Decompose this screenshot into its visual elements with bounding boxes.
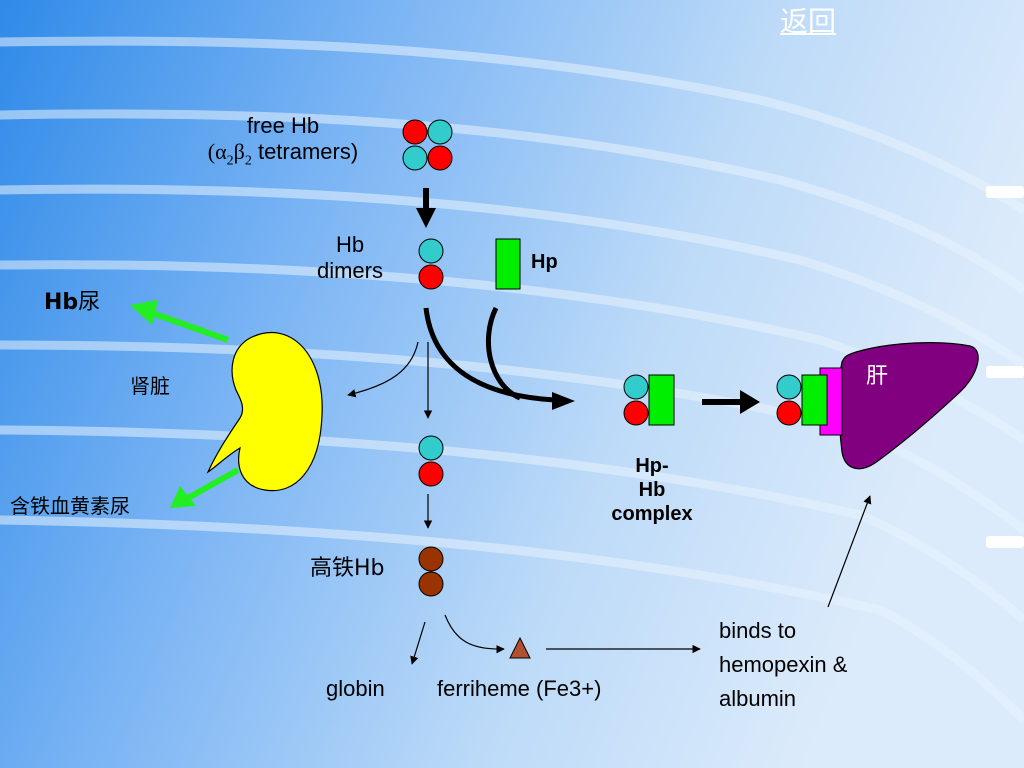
binding-curve-arrows bbox=[423, 306, 556, 403]
binding-arrowhead bbox=[552, 392, 575, 410]
methb-label: 高铁Hb bbox=[310, 556, 385, 581]
globin-label: globin bbox=[326, 676, 385, 701]
hemopexin-albumin-label: binds to hemopexin & albumin bbox=[719, 618, 848, 711]
dimer-to-kidney-arrow bbox=[347, 341, 419, 398]
free-hb-label: free Hb (α2β2 tetramers) bbox=[178, 113, 388, 171]
liver-label: 肝 bbox=[866, 364, 889, 389]
free-hb-line1: free Hb bbox=[246, 113, 320, 138]
hb-urine-label: Hb尿 bbox=[44, 290, 101, 315]
hb-dimer-2 bbox=[418, 435, 444, 487]
methb-to-globin-arrow bbox=[410, 621, 426, 665]
back-link[interactable]: 返回 bbox=[780, 5, 837, 38]
methb-to-ferriheme-arrow bbox=[444, 614, 505, 654]
methb-dimer bbox=[418, 546, 444, 597]
kidney-shape bbox=[206, 332, 323, 492]
free-hb-tetramer bbox=[402, 119, 453, 171]
ferriheme-triangle bbox=[509, 636, 531, 659]
free-hb-line2: (α2β2 tetramers) bbox=[207, 139, 359, 169]
liver-shape bbox=[838, 342, 979, 470]
kidney-green-arrows bbox=[130, 300, 240, 508]
complex-to-liver-arrow bbox=[702, 390, 760, 414]
hemosiderin-urine-label: 含铁血黄素尿 bbox=[10, 494, 130, 518]
kidney-label: 肾脏 bbox=[130, 374, 170, 398]
hp-label: Hp bbox=[531, 251, 558, 273]
tetramer-to-dimer-arrow bbox=[416, 188, 436, 228]
hp-hb-complex bbox=[623, 374, 675, 426]
hp-hb-complex-label: Hp- Hb complex bbox=[611, 455, 693, 525]
hb-dimer bbox=[418, 238, 444, 290]
haptoglobin-box bbox=[495, 238, 521, 290]
ferriheme-label: ferriheme (Fe3+) bbox=[437, 676, 602, 701]
hp-hb-complex-at-liver bbox=[776, 374, 828, 426]
hb-dimers-label: Hb dimers bbox=[316, 232, 383, 284]
hemopexin-to-liver-arrow bbox=[827, 495, 872, 608]
